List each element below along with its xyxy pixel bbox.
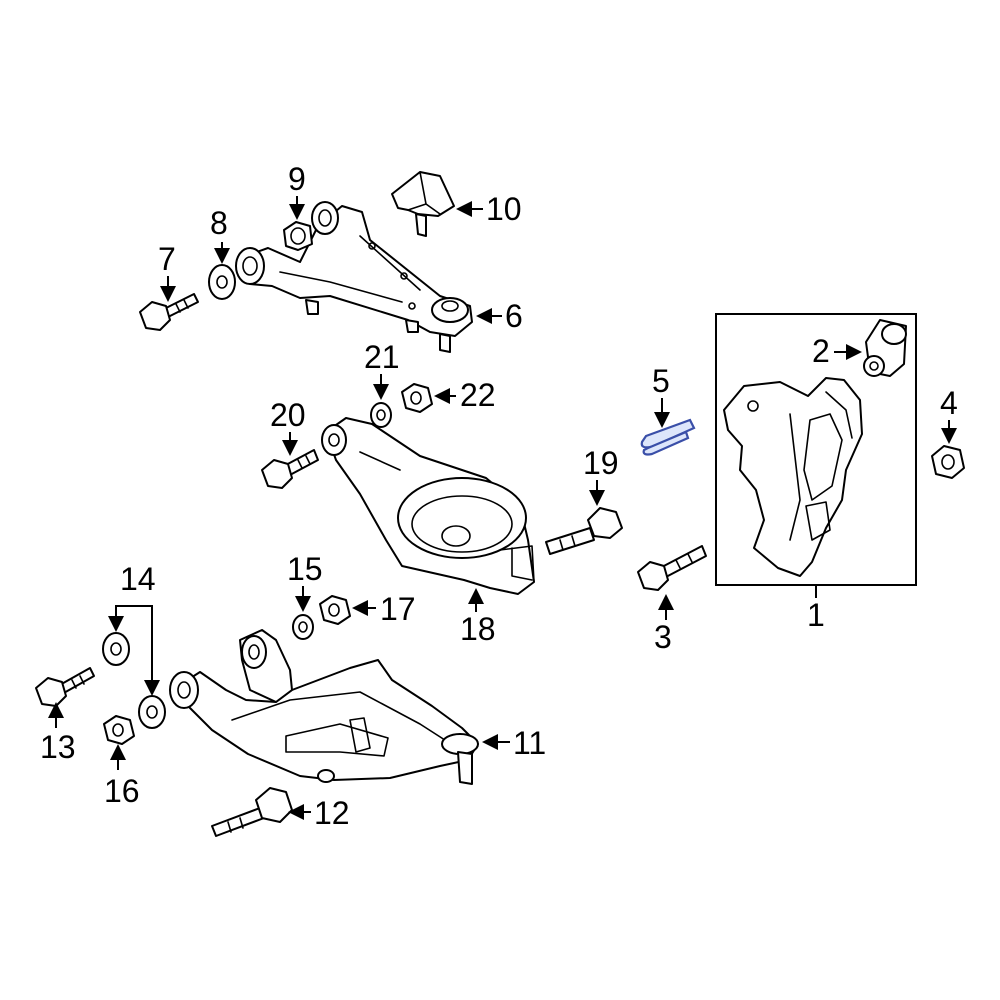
callout-20: 20 [270, 397, 306, 433]
callout-7: 7 [158, 241, 176, 277]
bolt-3[interactable] [637, 545, 707, 591]
bolt-19[interactable] [545, 507, 623, 555]
callout-8: 8 [210, 205, 228, 241]
lower-control-arm[interactable] [169, 629, 479, 785]
nut-17[interactable] [319, 595, 351, 625]
callout-19: 19 [583, 445, 619, 481]
callout-10: 10 [486, 191, 522, 227]
callout-5: 5 [652, 363, 670, 399]
washer-21[interactable] [370, 402, 392, 428]
callout-18: 18 [460, 611, 496, 647]
callout-6: 6 [505, 298, 523, 334]
callout-21: 21 [364, 339, 400, 375]
callout-17: 17 [380, 591, 416, 627]
callout-15: 15 [287, 551, 323, 587]
callout-22: 22 [460, 377, 496, 413]
callout-13: 13 [40, 729, 76, 765]
knuckle[interactable] [723, 377, 863, 577]
bracket[interactable] [391, 171, 455, 237]
bolt[interactable] [139, 293, 199, 331]
bolt-13[interactable] [35, 667, 95, 707]
callout-16: 16 [104, 773, 140, 809]
cotter-pin[interactable] [640, 418, 696, 456]
callout-4: 4 [940, 385, 958, 421]
nut-16[interactable] [103, 715, 135, 745]
bolt-20[interactable] [261, 449, 319, 489]
callout-14: 14 [120, 561, 156, 597]
washer-14b[interactable] [138, 695, 166, 729]
washer-15[interactable] [292, 614, 314, 640]
bushing[interactable] [863, 319, 907, 377]
callout-12: 12 [314, 795, 350, 831]
bushing-nut[interactable] [283, 221, 313, 251]
callout-11: 11 [513, 725, 546, 761]
nut-22[interactable] [401, 383, 433, 413]
bolt-12[interactable] [211, 787, 293, 837]
callout-1: 1 [807, 597, 825, 633]
nut-4[interactable] [931, 445, 965, 479]
callout-9: 9 [288, 161, 306, 197]
callout-2: 2 [812, 333, 830, 369]
upper-control-arm[interactable] [235, 201, 473, 353]
callout-3: 3 [654, 619, 672, 655]
washer-14a[interactable] [102, 632, 130, 666]
washer[interactable] [208, 264, 236, 300]
spring-seat-arm[interactable] [321, 417, 535, 595]
